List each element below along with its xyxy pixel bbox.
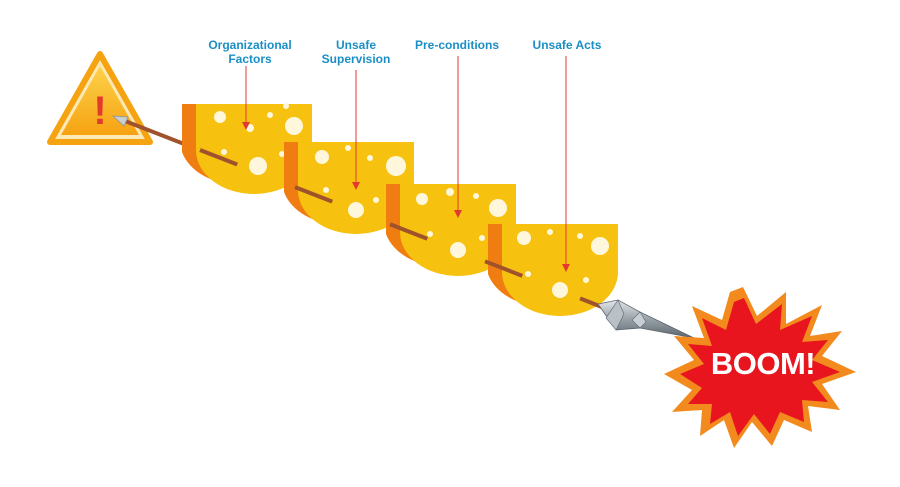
label-organizational-factors: Organizational Factors — [208, 38, 291, 66]
arrow-tail-tip — [111, 115, 129, 127]
warning-icon: ! — [47, 51, 153, 145]
label-line: Supervision — [321, 52, 391, 66]
cheese-slice-pre-conditions — [386, 184, 516, 276]
label-line: Pre-conditions — [414, 38, 500, 52]
label-unsafe-acts: Unsafe Acts — [533, 38, 602, 52]
label-pointers — [242, 56, 570, 272]
warning-exclamation: ! — [93, 89, 106, 133]
label-line: Factors — [228, 52, 272, 66]
label-line: Unsafe Acts — [532, 38, 602, 52]
label-unsafe-supervision: Unsafe Supervision — [322, 38, 391, 66]
label-line: Organizational — [208, 38, 292, 52]
cheese-slice-unsafe-acts — [488, 224, 618, 316]
explosion-burst — [664, 287, 856, 448]
label-line: Unsafe — [335, 38, 376, 52]
hazard-arrow-through-holes — [199, 148, 621, 316]
boom-text: BOOM! — [710, 346, 816, 381]
label-pre-conditions: Pre-conditions — [415, 38, 499, 52]
cheese-slice-organizational-factors — [182, 103, 312, 194]
arrow-head-icon — [597, 299, 695, 339]
